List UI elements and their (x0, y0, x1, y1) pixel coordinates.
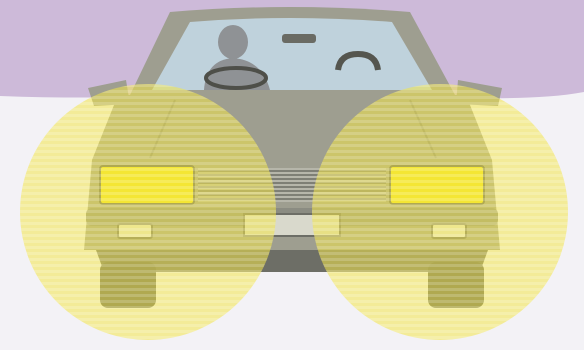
left-beam-stripes (20, 84, 276, 340)
rearview-mirror (282, 34, 316, 43)
right-beam-stripes (312, 84, 568, 340)
windshield (152, 18, 432, 90)
